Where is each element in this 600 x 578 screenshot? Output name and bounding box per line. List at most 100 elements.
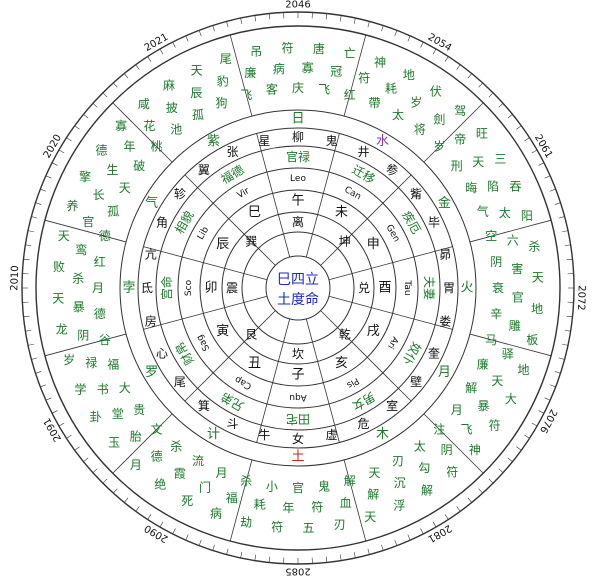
mansion-char: 箕: [198, 399, 210, 413]
house-spoke: [112, 102, 173, 163]
outer-tick: [198, 539, 202, 546]
inner-spoke: [320, 310, 412, 402]
outer-tick: [538, 410, 545, 414]
outer-tick: [558, 357, 565, 360]
outer-ring-char: 病: [210, 506, 222, 521]
outer-tick: [83, 457, 89, 462]
outer-tick: [212, 25, 215, 32]
outer-tick: [240, 17, 243, 24]
outer-ring-char: 廉: [477, 357, 489, 372]
house-spoke: [343, 34, 367, 117]
mansion-char: 尾: [174, 375, 186, 389]
outer-ring-char: 阴: [441, 443, 453, 457]
outer-ring-char: 客: [266, 82, 278, 97]
outer-ring-char: 禄: [85, 355, 97, 370]
outer-tick: [40, 384, 47, 388]
outer-ring-char: 勾: [418, 461, 430, 475]
outer-ring-char: 披: [166, 101, 178, 115]
house-spoke: [423, 413, 484, 474]
house-spoke: [44, 333, 127, 357]
outer-ring-char: 福: [226, 490, 238, 505]
outer-ring-char: 天: [58, 229, 70, 243]
branch-char: 卯: [204, 281, 217, 296]
branch-char: 寅: [216, 323, 229, 339]
outer-tick: [113, 82, 118, 88]
outer-tick: [467, 497, 472, 503]
outer-ring-char: 德: [95, 142, 107, 157]
outer-tick: [172, 528, 176, 535]
outer-ring-char: 鬼: [318, 478, 330, 493]
inner-spoke: [184, 310, 276, 402]
outer-ring-char: 神: [469, 443, 481, 457]
outer-ring-char: 狗: [215, 96, 227, 110]
branch-char: 午: [291, 194, 304, 209]
outer-ring-char: 尾: [220, 52, 232, 66]
mansion-char: 氐: [141, 281, 153, 295]
planet-char: 计: [207, 427, 220, 442]
outer-ring-char: 德: [99, 228, 111, 243]
outer-ring-char: 岁: [63, 352, 75, 367]
outer-tick: [58, 422, 65, 427]
inner-spoke: [328, 295, 453, 330]
inner-spoke: [305, 318, 340, 443]
zodiac-abbrev: Leo: [290, 174, 306, 184]
outer-ring-char: 天: [191, 64, 203, 78]
outer-tick: [212, 544, 215, 551]
outer-tick: [268, 13, 271, 20]
outer-ring-char: 注: [433, 421, 445, 436]
outer-ring-char: 神: [374, 56, 386, 70]
outer-tick: [381, 25, 384, 32]
mansion-char: 觜: [410, 187, 422, 201]
inner-spoke: [328, 246, 453, 281]
branch-char: 申: [367, 237, 380, 252]
zodiac-abbrev: Lib: [196, 225, 211, 242]
outer-tick: [564, 329, 571, 332]
planet-char: 孛: [122, 280, 135, 296]
outer-ring-char: 咸: [138, 97, 150, 111]
mansion-char: 奎: [428, 346, 440, 361]
outer-ring-char: 福: [107, 357, 119, 372]
outer-tick: [92, 468, 98, 473]
ring-circle: [137, 127, 459, 449]
outer-tick: [325, 13, 328, 20]
outer-tick: [467, 73, 472, 79]
outer-ring-char: 唐: [313, 41, 325, 56]
outer-ring-char: 学: [74, 381, 86, 396]
outer-tick: [420, 41, 424, 48]
house-label: 疾厄: [399, 208, 424, 236]
outer-tick: [524, 434, 530, 439]
mansion-char: 参: [386, 162, 398, 177]
outer-ring-char: 胎: [130, 430, 142, 444]
outer-tick: [394, 30, 398, 37]
outer-ring-char: 晦: [465, 181, 477, 195]
outer-tick: [45, 175, 52, 179]
outer-tick: [124, 73, 129, 79]
inner-spoke: [143, 246, 268, 281]
outer-tick: [74, 125, 80, 130]
outer-tick: [564, 244, 571, 247]
house-spoke: [469, 219, 552, 243]
outer-ring-char: 岁: [410, 95, 422, 110]
branch-char: 酉: [378, 281, 391, 296]
zodiac-abbrev: Gen: [384, 223, 402, 244]
house-label: 官禄: [286, 149, 310, 164]
outer-ring-char: 阴: [490, 255, 502, 269]
outer-ring-char: 卦: [90, 410, 102, 424]
zodiac-abbrev: Can: [342, 185, 362, 202]
outer-ring-char: 杀: [240, 473, 252, 488]
outer-tick: [66, 434, 72, 439]
outer-tick: [35, 202, 42, 205]
mansion-char: 女: [292, 431, 304, 446]
outer-ring-char: 太: [414, 439, 426, 454]
outer-ring-char: 天: [368, 466, 380, 480]
mansion-char: 房: [145, 314, 157, 329]
house-label: 宫命: [159, 276, 174, 300]
outer-tick: [554, 371, 561, 374]
outer-tick: [538, 162, 545, 166]
ring-circle: [221, 211, 375, 365]
mansion-char: 牛: [258, 427, 270, 442]
outer-tick: [524, 137, 530, 142]
outer-tick: [407, 534, 411, 541]
outer-ring-char: 谷: [99, 333, 111, 347]
outer-tick: [562, 230, 569, 233]
